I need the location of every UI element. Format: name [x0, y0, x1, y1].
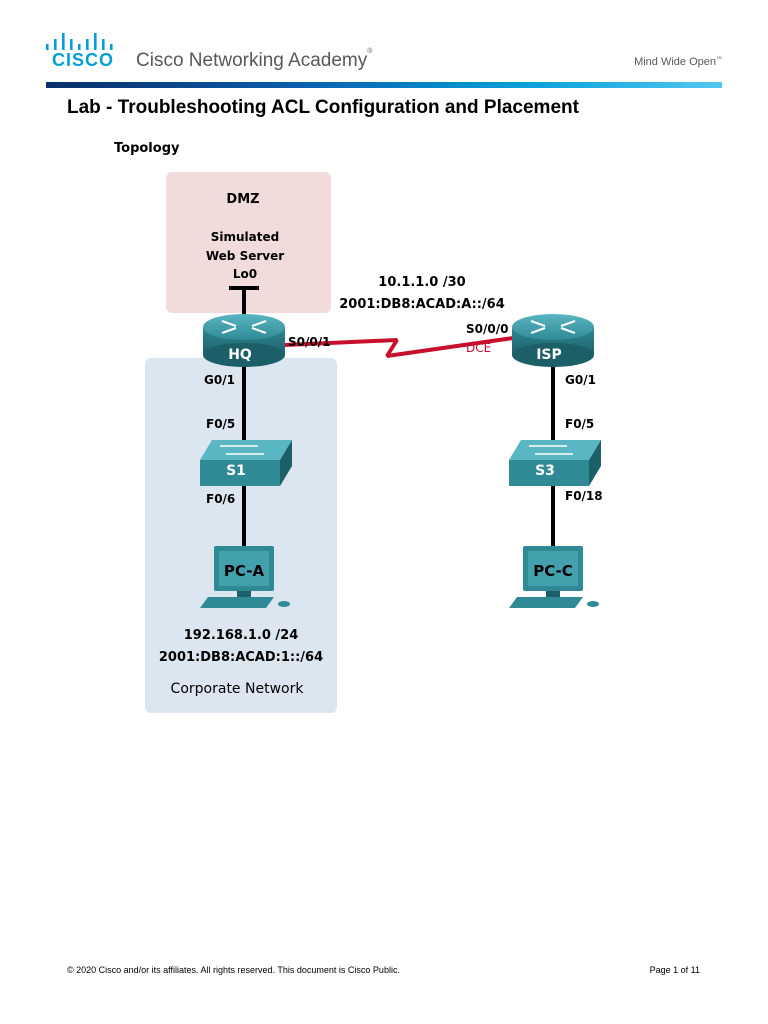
topology-diagram	[145, 172, 601, 713]
dmz-zone	[166, 172, 331, 313]
tagline-text: Mind Wide Open	[634, 56, 716, 68]
corporate-ipv4-label: 192.168.1.0 /24	[183, 628, 299, 643]
web-server-label-line2: Web Server	[205, 249, 285, 263]
link-ipv6-label: 2001:DB8:ACAD:A::/64	[339, 297, 505, 312]
hq-serial-port-label: S0/0/1	[288, 335, 331, 349]
serial-link	[284, 335, 521, 358]
hq-g0-1-label: G0/1	[204, 373, 235, 387]
isp-serial-port-label: S0/0/0	[466, 322, 509, 336]
lo0-label: Lo0	[232, 267, 258, 281]
section-heading: Topology	[114, 141, 180, 156]
hq-router-icon	[203, 314, 285, 367]
dce-label: DCE	[466, 341, 492, 355]
s3-switch-label: S3	[535, 463, 555, 479]
page-title: Lab - Troubleshooting ACL Configuration …	[67, 97, 579, 118]
page-header: CISCO Cisco Networking Academy® Mind Wid…	[0, 0, 768, 90]
header-gradient-rule	[46, 82, 722, 88]
page-number: Page 1 of 11	[649, 965, 700, 975]
pc-a-computer-icon	[200, 546, 290, 608]
isp-router-label: ISP	[536, 347, 562, 363]
trademark-mark: ™	[716, 56, 722, 63]
web-server-label-line1: Simulated	[210, 230, 280, 244]
s3-f0-18-label: F0/18	[565, 489, 603, 503]
cisco-bridge-logo-icon	[46, 33, 113, 50]
tagline: Mind Wide Open™	[634, 56, 722, 68]
hq-router-label: HQ	[228, 347, 252, 363]
isp-g0-1-label: G0/1	[565, 373, 596, 387]
dmz-label: DMZ	[226, 192, 260, 207]
cisco-wordmark: CISCO	[52, 50, 115, 70]
pc-c-label: PC-C	[533, 562, 573, 580]
s3-f0-5-label: F0/5	[565, 417, 595, 431]
academy-text: Cisco Networking Academy	[136, 50, 368, 71]
corporate-ipv6-label: 2001:DB8:ACAD:1::/64	[158, 650, 324, 665]
s3-switch-icon	[509, 440, 601, 486]
registered-mark: ®	[367, 48, 373, 55]
link-ipv4-label: 10.1.1.0 /30	[378, 275, 466, 290]
s1-f0-5-label: F0/5	[206, 417, 236, 431]
isp-router-icon	[512, 314, 594, 367]
pc-a-label: PC-A	[223, 562, 265, 580]
pc-c-computer-icon	[509, 546, 599, 608]
s1-switch-icon	[200, 440, 292, 486]
academy-title: Cisco Networking Academy®	[136, 48, 373, 72]
corporate-network-label: Corporate Network	[170, 681, 304, 697]
s1-switch-label: S1	[226, 463, 246, 479]
copyright-footer: © 2020 Cisco and/or its affiliates. All …	[67, 965, 400, 975]
s1-f0-6-label: F0/6	[206, 492, 236, 506]
